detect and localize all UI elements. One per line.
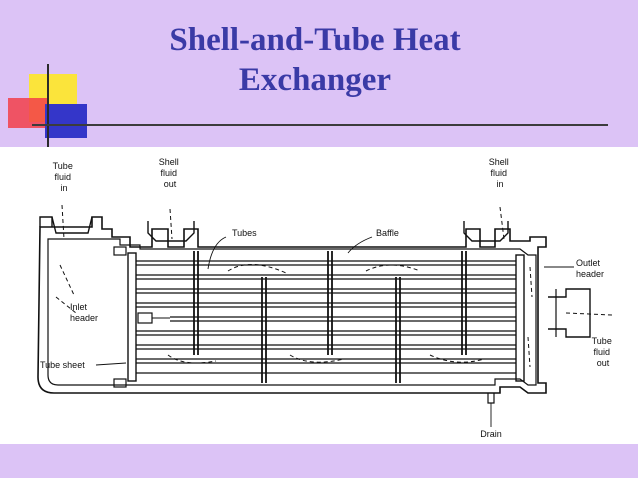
decor-vertical-line (47, 64, 49, 150)
diagram-panel: Tube fluid in Shell fluid out Shell flui… (0, 147, 638, 444)
leader-lines (95, 236, 574, 427)
label-shell-fluid-in: Shell fluid in (489, 157, 512, 189)
label-tube-fluid-out: Tube fluid out (592, 336, 615, 368)
title-underline (32, 124, 608, 126)
label-shell-fluid-out: Shell fluid out (159, 157, 182, 189)
decor-blue-square (45, 104, 87, 138)
label-inlet-header: Inlet header (70, 302, 98, 323)
decor-red-square (8, 98, 48, 128)
flow-arrows (55, 204, 613, 368)
diagram-labels: Tube fluid in Shell fluid out Shell flui… (40, 157, 615, 439)
title-line-1: Shell-and-Tube Heat (169, 22, 461, 58)
label-tubes: Tubes (232, 228, 257, 238)
slide-title: Shell-and-Tube Heat Exchanger (95, 20, 535, 100)
label-tube-fluid-in: Tube fluid in (53, 161, 76, 193)
label-outlet-header: Outlet header (576, 258, 604, 279)
baffles (193, 251, 467, 383)
shell-body (37, 216, 591, 404)
tube-bundle (136, 260, 516, 374)
heat-exchanger-diagram: Tube fluid in Shell fluid out Shell flui… (37, 157, 615, 439)
label-drain: Drain (480, 429, 502, 439)
label-baffle: Baffle (376, 228, 399, 238)
title-line-2: Exchanger (238, 62, 392, 98)
label-tube-sheet: Tube sheet (40, 360, 85, 370)
